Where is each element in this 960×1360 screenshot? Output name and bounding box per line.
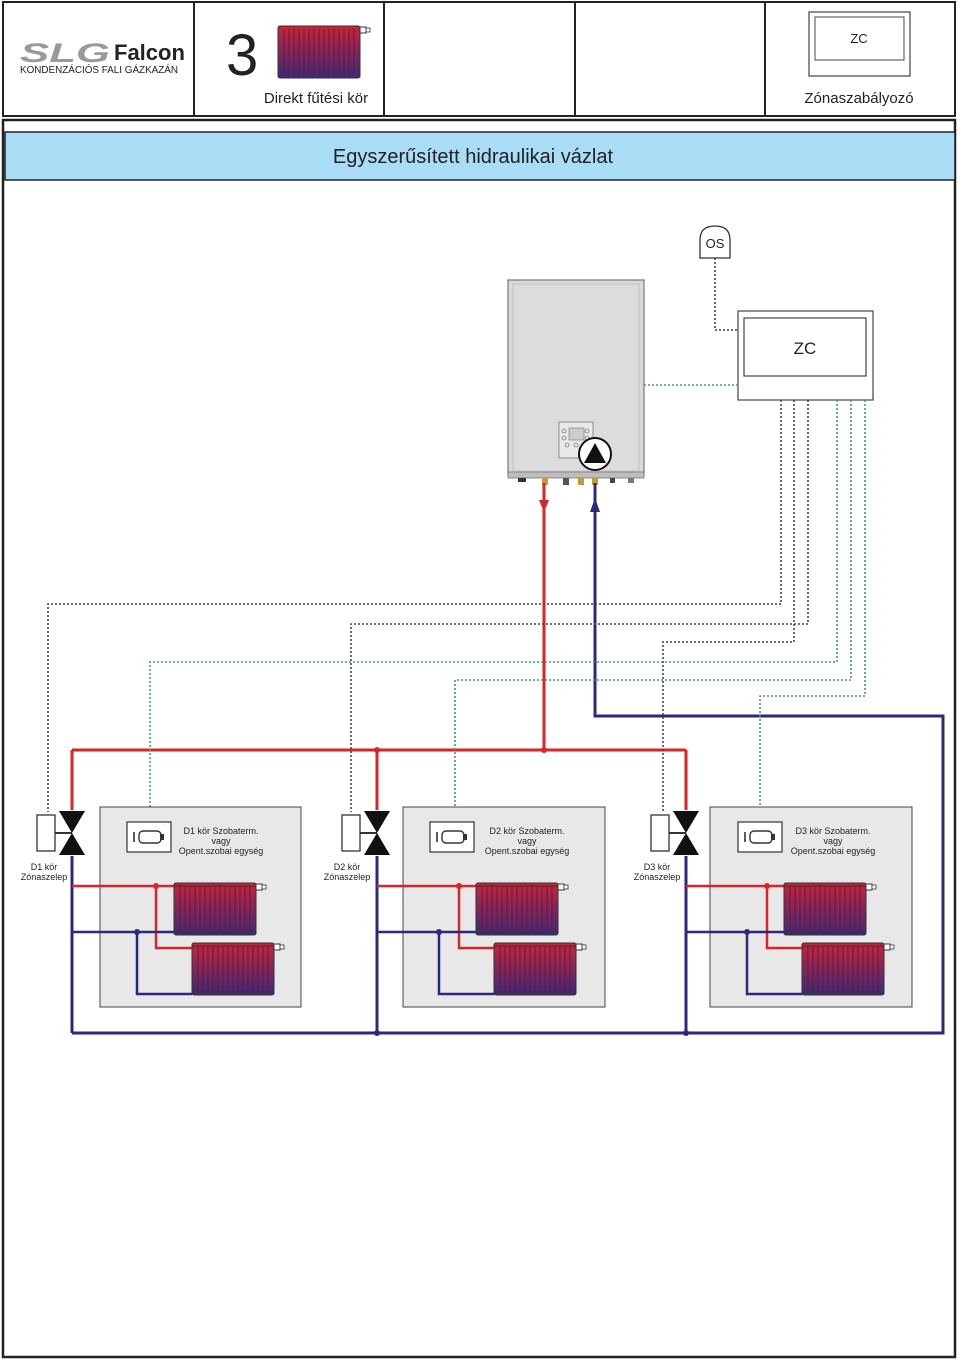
title-bar [4, 131, 956, 181]
thermostat-1 [126, 821, 172, 853]
radiator-1b [191, 942, 285, 996]
zone-valve-3 [650, 810, 700, 856]
zc-icon-label: ZC [850, 31, 867, 46]
valve-sublabel-1: Zónaszelep [21, 872, 68, 882]
thermostat-alt-2: Opent.szobai egység [485, 846, 570, 856]
radiator-1a [173, 882, 267, 936]
zc-icon [808, 11, 911, 77]
thermostat-2 [429, 821, 475, 853]
zone-1 [36, 806, 302, 1033]
valve-label-1: D1 kör [31, 862, 58, 872]
zone-valve-1 [36, 810, 86, 856]
outdoor-sensor [699, 225, 731, 259]
thermostat-label-3: D3 kör Szobaterm. [795, 826, 870, 836]
zone-3 [650, 806, 913, 1033]
valve-label-2: D2 kör [334, 862, 361, 872]
radiator-3b [801, 942, 895, 996]
pump-icon [578, 437, 612, 471]
diagram-title: Egyszerűsített hidraulikai vázlat [333, 146, 614, 168]
logo-mark: SLG [20, 38, 110, 68]
thermostat-or-2: vagy [517, 836, 537, 846]
controller-label: Zónaszabályozó [804, 90, 913, 107]
radiator-2a [475, 882, 569, 936]
radiator-2b [493, 942, 587, 996]
flow-main [70, 483, 688, 810]
brand-name: Falcon [114, 40, 185, 65]
brand-subtitle: KONDENZÁCIÓS FALI GÁZKAZÁN [20, 63, 178, 76]
valve-label-3: D3 kör [644, 862, 671, 872]
thermostat-or-1: vagy [211, 836, 231, 846]
radiator-3a [783, 882, 877, 936]
thermostat-label-2: D2 kör Szobaterm. [489, 826, 564, 836]
thermostat-or-3: vagy [823, 836, 843, 846]
thermostat-3 [737, 821, 783, 853]
circuit-number: 3 [226, 23, 258, 88]
body-frame [1, 118, 957, 1359]
return-main [72, 483, 945, 1036]
outdoor-sensor-label: OS [706, 236, 725, 251]
header-frame [2, 1, 956, 117]
boiler [507, 279, 645, 485]
signal-wires [47, 400, 866, 826]
radiator-icon [277, 25, 371, 79]
zone-controller [737, 310, 874, 401]
circuit-label: Direkt fűtési kör [264, 90, 368, 107]
brand-logo: SLG Falcon KONDENZÁCIÓS FALI GÁZKAZÁN [20, 38, 185, 76]
thermostat-label-1: D1 kör Szobaterm. [183, 826, 258, 836]
valve-sublabel-3: Zónaszelep [634, 872, 681, 882]
zone-valve-2 [341, 810, 391, 856]
valve-sublabel-2: Zónaszelep [324, 872, 371, 882]
thermostat-alt-1: Opent.szobai egység [179, 846, 264, 856]
thermostat-alt-3: Opent.szobai egység [791, 846, 876, 856]
os-wire [714, 258, 738, 331]
zone-2 [341, 806, 606, 1033]
zone-controller-label: ZC [794, 339, 817, 358]
